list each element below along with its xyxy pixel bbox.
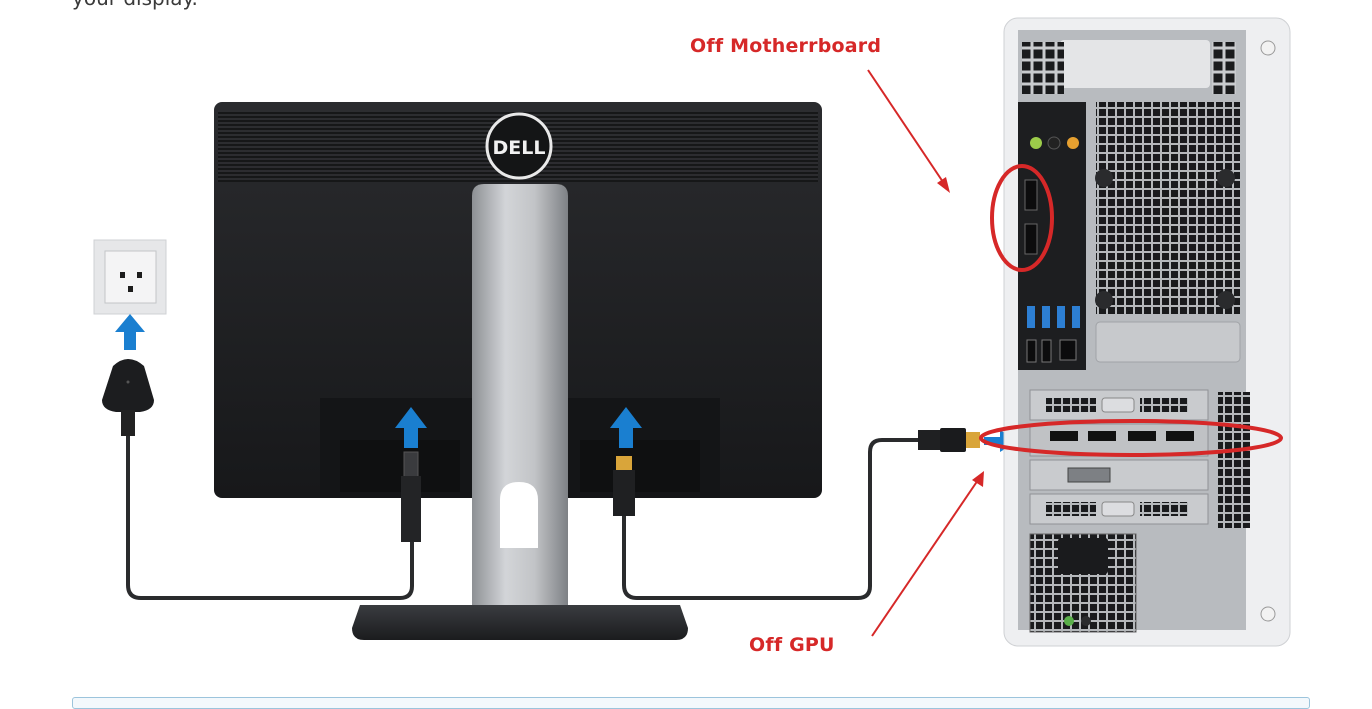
label-off-motherboard: Off Motherrboard	[690, 35, 882, 57]
gpu-port	[1088, 431, 1116, 441]
displayport	[1024, 179, 1038, 211]
power-socket	[1058, 538, 1108, 574]
motherboard-io-panel	[1018, 102, 1086, 370]
arrow-right-icon	[984, 430, 1018, 452]
pc-tower	[1003, 17, 1291, 647]
gpu-port	[1050, 431, 1078, 441]
hdmi-cable	[622, 438, 920, 600]
arrow-up-icon	[115, 314, 145, 350]
outlet-slot-left	[120, 272, 125, 278]
monitor-stand	[352, 184, 688, 640]
gpu-ports-highlight	[979, 419, 1283, 457]
annotation-arrow-motherboard	[867, 69, 950, 193]
wall-outlet	[93, 239, 167, 315]
expansion-slots	[1029, 389, 1250, 528]
monitor-hdmi-plug	[613, 456, 635, 516]
outlet-slot-right	[137, 272, 142, 278]
connection-diagram-figure: DELL	[93, 17, 1291, 656]
power-plug	[102, 359, 154, 436]
info-box-top-edge	[72, 697, 1310, 709]
monitor-power-plug	[401, 451, 421, 542]
dell-logo: DELL	[485, 112, 553, 180]
arrow-up-icon	[395, 407, 427, 448]
power-supply	[1029, 533, 1137, 633]
intro-paragraph-fragment: your display.	[72, 0, 198, 10]
annotation-arrow-gpu	[871, 471, 984, 637]
motherboard-ports-highlight	[990, 164, 1054, 272]
dell-logo-text: DELL	[493, 137, 546, 159]
outlet-slot-ground	[128, 286, 133, 292]
gpu-hdmi-port	[1128, 431, 1156, 441]
label-off-gpu: Off GPU	[749, 634, 835, 656]
dvi-port	[1067, 467, 1111, 483]
connection-diagram-svg: DELL	[93, 17, 1291, 647]
arrow-up-icon	[610, 407, 642, 448]
fan-grille	[1096, 102, 1240, 314]
hdmi-port	[1024, 223, 1038, 255]
pc-hdmi-plug	[918, 428, 980, 452]
power-cable	[126, 436, 414, 600]
gpu-port	[1166, 431, 1194, 441]
